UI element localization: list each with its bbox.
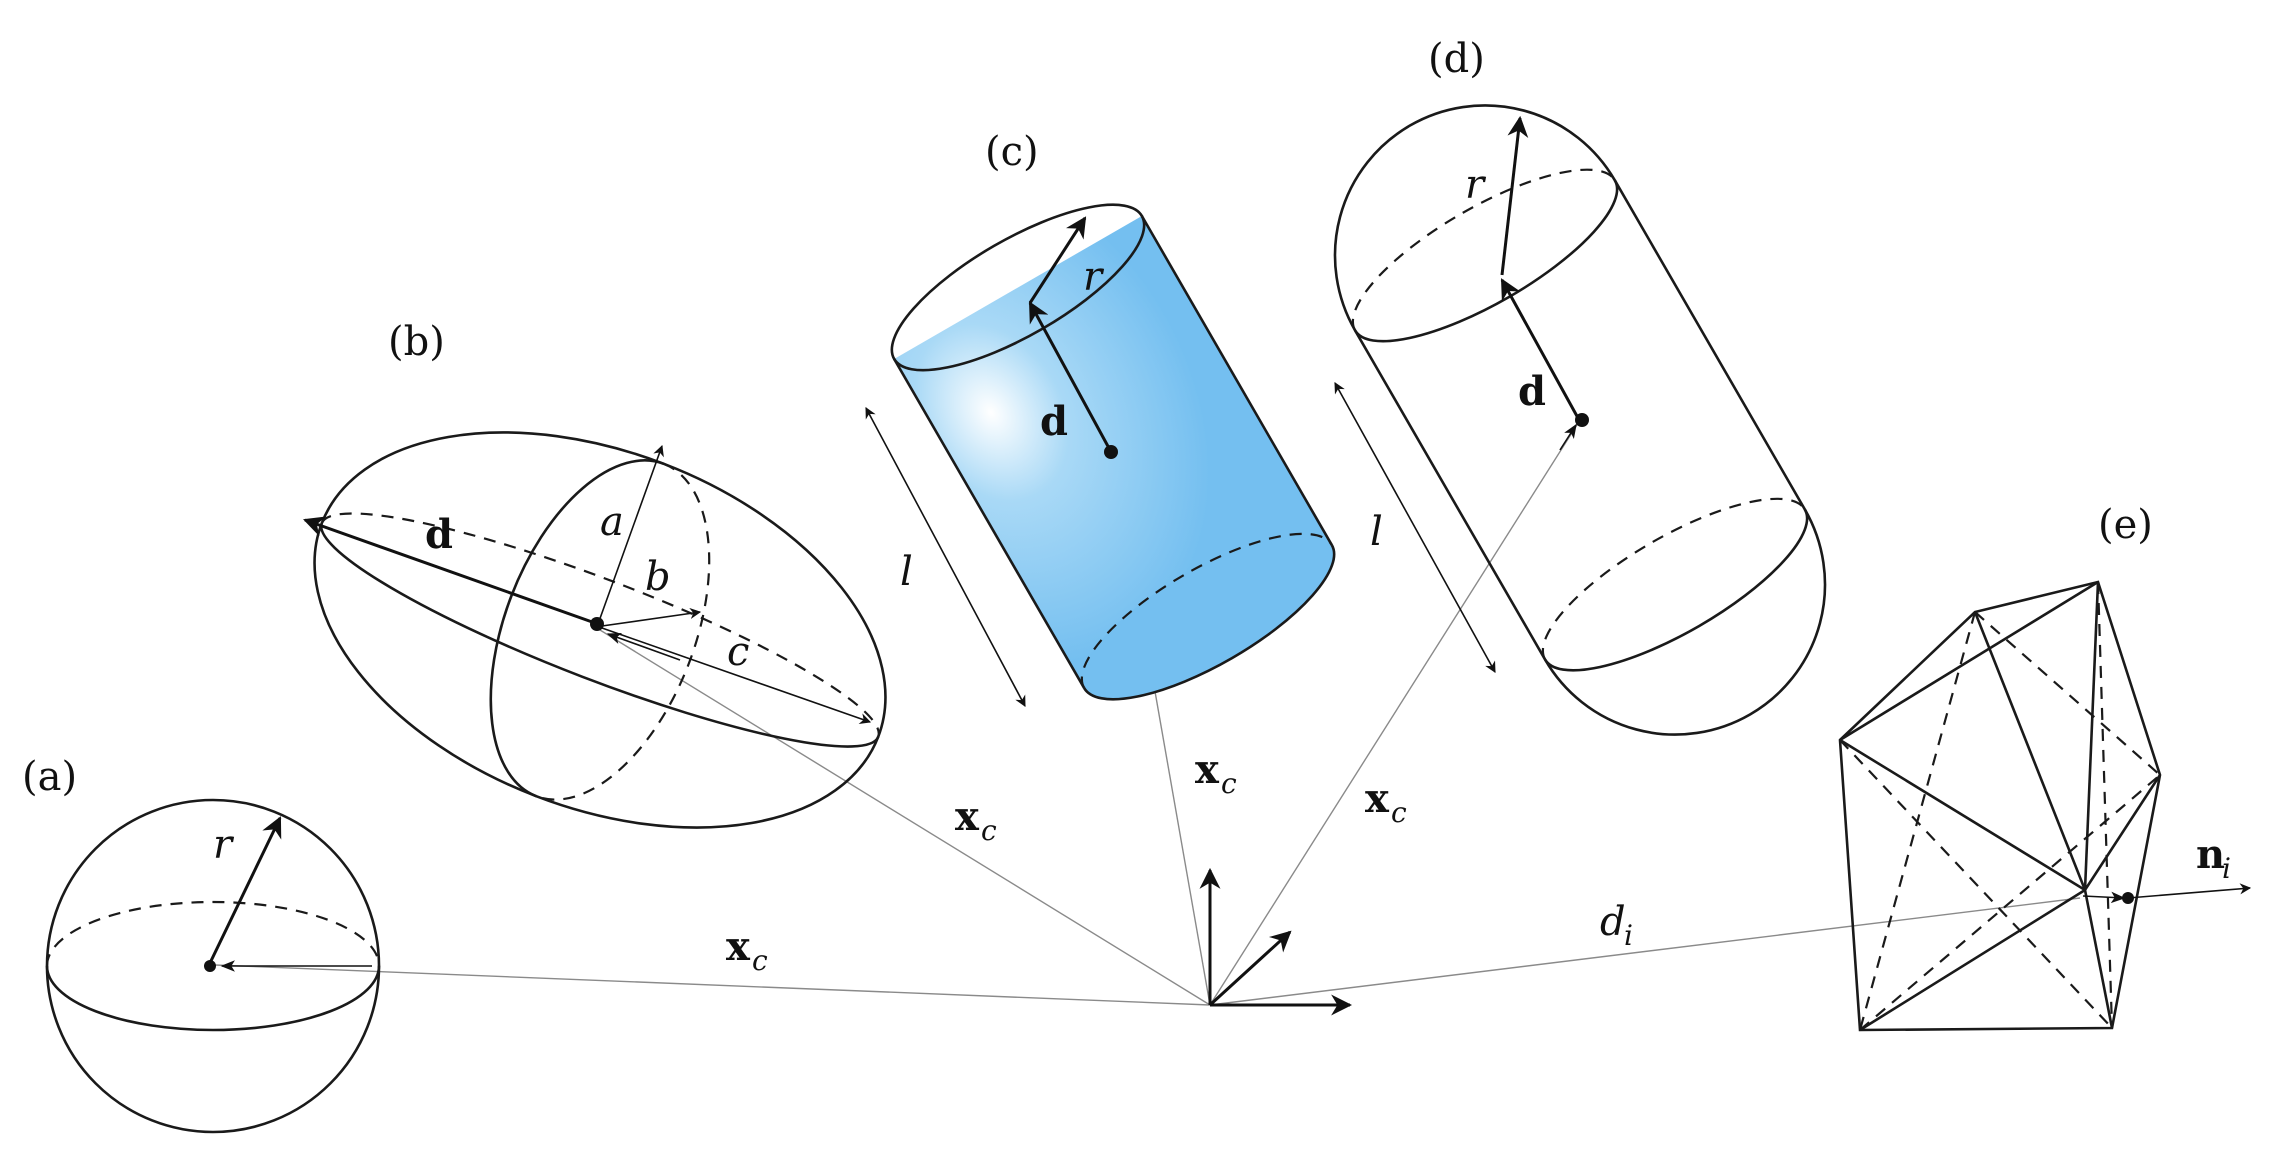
ellipsoid-center-dot <box>590 617 604 631</box>
xc-label-cylinder: x c <box>1195 746 1237 800</box>
polyhedron-front-edges <box>1839 580 2162 1032</box>
xc-label-ellipsoid: x c <box>955 793 997 847</box>
ellipsoid-c-arrow <box>601 627 872 724</box>
polyhedron-shape <box>1838 580 2252 1032</box>
capsule-bottom-ring-back <box>1541 497 1806 661</box>
polyhedron-hidden-edges <box>1839 581 2161 1031</box>
ellipsoid-meridian-front <box>489 459 665 798</box>
polyhedron-body <box>1838 580 2162 1032</box>
symbol-labels: r d a b c r d l r d l x c x c x c x c d <box>213 162 2231 977</box>
di-distance-line <box>1209 897 2081 1006</box>
ellipsoid-ring-back <box>320 512 880 738</box>
svg-text:i: i <box>2222 852 2231 885</box>
ellipsoid-b-arrow <box>601 607 702 627</box>
svg-text:c: c <box>1221 767 1237 800</box>
sphere-equator-front <box>45 965 381 1032</box>
svg-text:n: n <box>2196 831 2225 878</box>
xc-label-sphere: x c <box>726 923 768 977</box>
capsule-r-label: r <box>1465 162 1487 208</box>
sphere-center-dot <box>204 960 216 972</box>
svg-text:d: d <box>1600 899 1626 945</box>
label-c: (c) <box>985 129 1039 175</box>
svg-text:c: c <box>981 814 997 847</box>
capsule-l-label: l <box>1370 509 1383 555</box>
ellipsoid-d-arrow <box>303 516 596 625</box>
label-d: (d) <box>1428 36 1485 82</box>
sphere-r-label: r <box>213 822 235 868</box>
capsule-length-arrow <box>1334 382 1496 673</box>
cylinder-d-arrow <box>1028 301 1112 451</box>
svg-text:x: x <box>1365 775 1390 822</box>
label-b: (b) <box>388 319 445 365</box>
capsule-shape <box>1333 104 1827 736</box>
cylinder-bottom-back <box>1080 532 1333 689</box>
cylinder-radius-arrow <box>1028 216 1087 304</box>
cylinder-bottom-front <box>1083 544 1336 701</box>
capsule-center-dot <box>1575 413 1589 427</box>
ellipsoid-d-label: d <box>425 511 453 558</box>
face-point-dot <box>2122 892 2134 904</box>
cylinder-right-edge <box>1140 215 1333 546</box>
capsule-d-label: d <box>1518 368 1546 415</box>
ellipsoid-shape <box>303 431 887 829</box>
svg-text:i: i <box>1624 919 1633 952</box>
svg-text:x: x <box>955 793 980 840</box>
capsule-top-ring-front <box>1353 179 1619 343</box>
ellipsoid-meridian-back <box>535 462 711 801</box>
cylinder-r-label: r <box>1083 254 1105 300</box>
capsule-radius-arrow <box>1500 115 1529 276</box>
normal-vector-arrow <box>2127 883 2252 899</box>
capsule-d-arrow <box>1500 278 1580 419</box>
ni-label: n i <box>2196 831 2231 885</box>
cylinder-length-arrow <box>865 407 1026 707</box>
cylinder-d-label: d <box>1040 398 1068 445</box>
cylinder-l-label: l <box>900 549 913 595</box>
axis-y <box>1208 930 1292 1007</box>
capsule-top-ring-back <box>1351 168 1616 332</box>
ellipsoid-xc-arrowhead <box>606 632 681 661</box>
di-arrowhead <box>2082 891 2126 904</box>
svg-text:c: c <box>752 944 768 977</box>
ellipsoid-ring-front <box>319 522 880 748</box>
sphere-radius-arrow <box>208 816 282 964</box>
label-a: (a) <box>22 754 77 800</box>
di-label: d i <box>1600 899 1633 952</box>
ellipsoid-c-label: c <box>727 629 749 675</box>
svg-text:x: x <box>726 923 751 970</box>
xc-label-capsule: x c <box>1365 775 1407 829</box>
panel-labels: (a) (b) (c) (d) (e) <box>22 36 2153 800</box>
ellipsoid-b-label: b <box>645 554 671 600</box>
label-e: (e) <box>2098 502 2153 548</box>
coordinate-axes <box>1199 867 1353 1016</box>
svg-text:c: c <box>1391 796 1407 829</box>
cylinder-center-dot <box>1104 445 1118 459</box>
ellipsoid-a-label: a <box>600 499 624 545</box>
ellipsoid-a-arrow <box>597 444 664 625</box>
capsule-bottom-ring-front <box>1543 508 1809 672</box>
svg-text:x: x <box>1195 746 1220 793</box>
capsule-xc-arrowhead <box>1559 423 1577 451</box>
cylinder-shape <box>865 203 1336 707</box>
xc-vector-sphere <box>214 964 1211 1006</box>
position-vectors <box>214 419 2081 1006</box>
sphere-shape <box>45 798 381 1134</box>
xc-vector-capsule <box>1209 419 1581 1006</box>
sphere-equator-back <box>45 900 381 967</box>
xc-vector-ellipsoid <box>599 629 1211 1006</box>
